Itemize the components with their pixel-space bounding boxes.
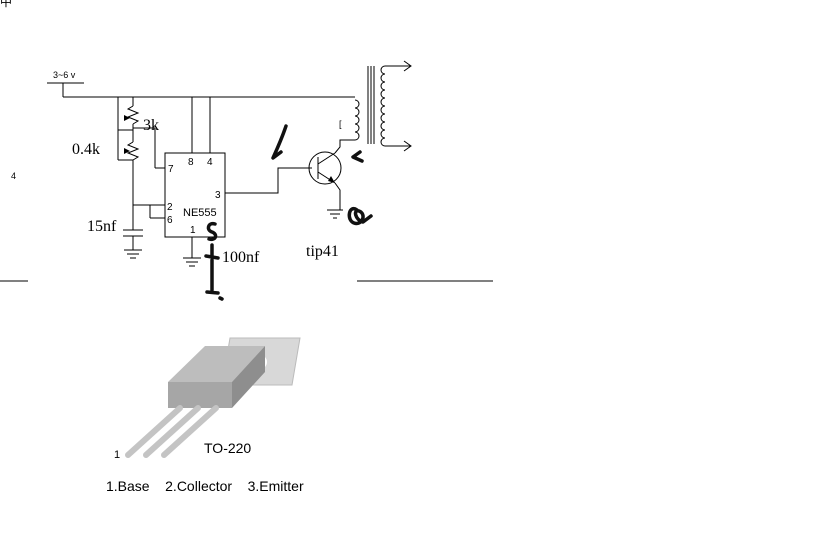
pin-3-label: 3 bbox=[215, 190, 221, 201]
r2-label: 0.4k bbox=[72, 141, 100, 158]
timing-network bbox=[117, 96, 165, 230]
r1-label: 3k bbox=[143, 117, 159, 134]
transistor-label: tip41 bbox=[306, 243, 339, 260]
pin-7-label: 7 bbox=[168, 164, 174, 175]
pin1-marker: 1 bbox=[114, 449, 120, 461]
transformer bbox=[354, 65, 410, 147]
output-arrow-icon bbox=[403, 140, 412, 152]
ground-icon bbox=[183, 257, 201, 267]
pot2-wiper-arrow bbox=[124, 148, 130, 154]
supply-rail bbox=[47, 82, 355, 98]
c2-label: 100nf bbox=[222, 249, 260, 266]
pin-2-label: 2 bbox=[167, 202, 173, 213]
pin-1-label: 1 bbox=[190, 225, 196, 236]
transistor-symbol bbox=[308, 151, 342, 185]
pin-8-label: 8 bbox=[188, 157, 194, 168]
ic-label: NE555 bbox=[183, 207, 217, 219]
pinout-legend: 1.Base 2.Collector 3.Emitter bbox=[106, 478, 304, 494]
c1-label: 15nf bbox=[87, 218, 117, 235]
to220-package-image bbox=[125, 337, 301, 458]
package-label: TO-220 bbox=[204, 440, 251, 456]
pin-4-label: 4 bbox=[207, 157, 213, 168]
emitter-arrow bbox=[328, 176, 335, 183]
pot1-wiper-arrow bbox=[124, 115, 130, 121]
ground-icon bbox=[327, 209, 343, 219]
stray-mark-coil: [ bbox=[339, 119, 342, 129]
supply-label: 3~6 v bbox=[53, 70, 76, 80]
stray-mark-left: 4 bbox=[11, 171, 16, 181]
ground-icon bbox=[124, 249, 142, 259]
corner-glyph: 中 bbox=[0, 0, 12, 9]
pin-6-label: 6 bbox=[167, 215, 173, 226]
output-arrow-icon bbox=[403, 60, 412, 72]
timing-capacitor bbox=[123, 229, 143, 250]
handdrawn-annotations bbox=[204, 124, 373, 301]
